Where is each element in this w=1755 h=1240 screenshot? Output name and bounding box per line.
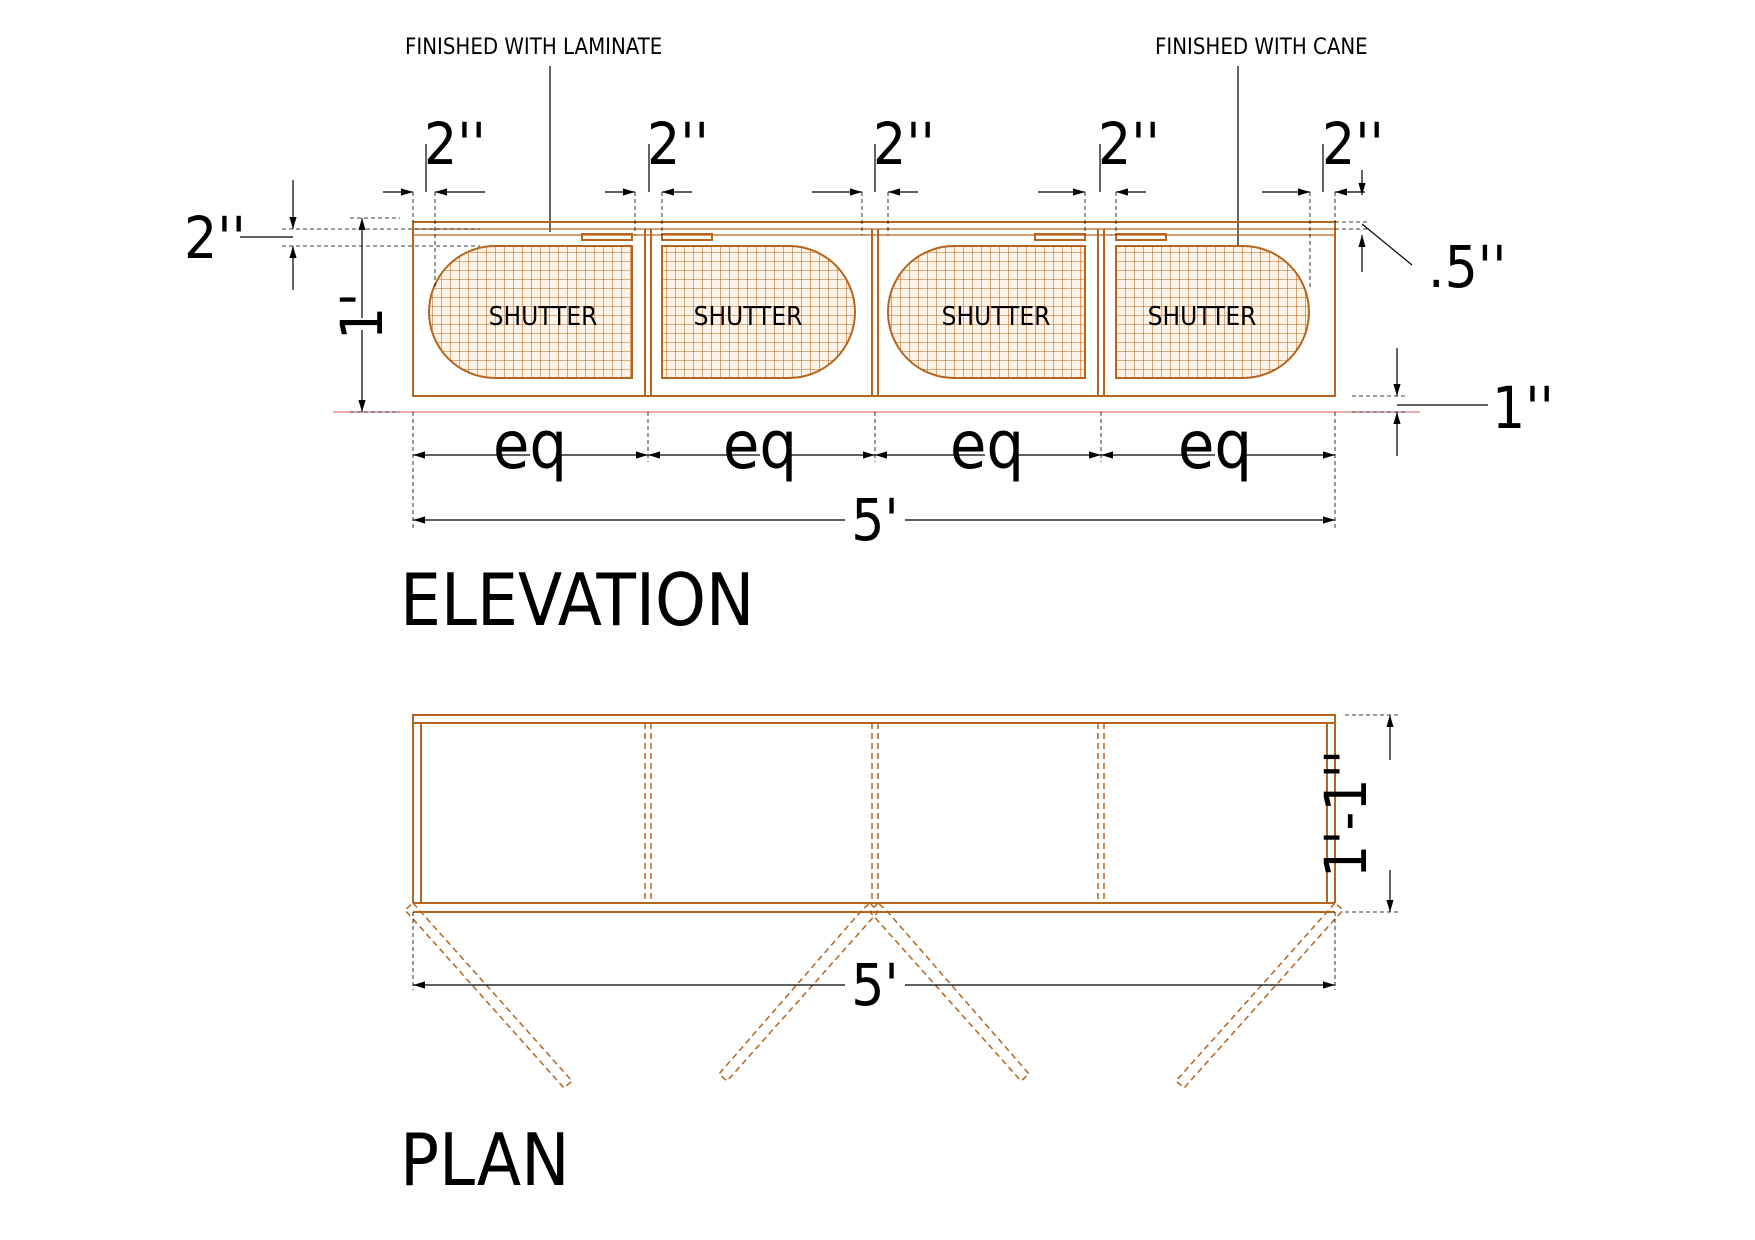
cane-panel-1: [428, 245, 633, 379]
cane-panel-4: [1115, 245, 1310, 379]
eq-label-3: eq: [950, 407, 1024, 484]
gap-label-2: 2'': [647, 110, 709, 178]
eq-dimensions: eq eq eq eq: [412, 407, 1336, 530]
eq-label-2: eq: [723, 407, 797, 484]
plan-depth-dimension: 1'-1'': [1312, 714, 1400, 913]
elevation-cabinet-outline: [412, 221, 1336, 397]
top-gap-label: 2'': [184, 204, 246, 272]
plan-view: 5' 1'-1'' PLAN: [400, 714, 1400, 1202]
cane-panel-3: [887, 245, 1086, 379]
gap-label-1: 2'': [424, 110, 486, 178]
open-shutter-2: [717, 901, 880, 1083]
elevation-total-dimension: 5': [413, 486, 1335, 554]
open-shutter-1: [403, 901, 574, 1090]
height-label: 1': [328, 292, 396, 340]
plan-back-panel: [412, 714, 1336, 724]
shutter-label-1: SHUTTER: [489, 302, 598, 332]
note-cane: FINISHED WITH CANE: [1155, 35, 1368, 60]
gap-label-4: 2'': [1098, 110, 1160, 178]
base-gap-dimension: 1'': [1352, 348, 1554, 456]
eq-label-4: eq: [1178, 407, 1252, 484]
base-gap-label: 1'': [1492, 374, 1554, 442]
elevation-view: SHUTTER SHUTTER SHUTTER SHUTTER: [184, 110, 1554, 642]
gap-label-3: 2'': [873, 110, 935, 178]
elevation-total-label: 5': [851, 486, 899, 554]
cane-panel-2: [661, 245, 856, 379]
height-dimension: 1': [328, 217, 400, 413]
gap-dimensions: 2'' 2'' 2'' 2'' 2'': [383, 110, 1384, 290]
open-shutter-3: [868, 901, 1031, 1083]
shutter-label-2: SHUTTER: [694, 302, 803, 332]
plan-title: PLAN: [400, 1118, 570, 1202]
plan-total-dimension: 5': [412, 912, 1336, 1019]
plan-depth-label: 1'-1'': [1312, 750, 1380, 878]
eq-label-1: eq: [493, 407, 567, 484]
shutter-label-4: SHUTTER: [1148, 302, 1257, 332]
gap-label-5: 2'': [1322, 110, 1384, 178]
open-shutter-4: [1174, 901, 1345, 1090]
shutter-label-3: SHUTTER: [942, 302, 1051, 332]
note-laminate: FINISHED WITH LAMINATE: [405, 35, 662, 60]
depth-offset-dimension: .5'': [1335, 170, 1506, 301]
depth-offset-label: .5'': [1428, 233, 1506, 301]
top-gap-dimension: 2'': [184, 180, 480, 290]
elevation-title: ELEVATION: [400, 558, 754, 642]
plan-total-label: 5': [851, 951, 899, 1019]
